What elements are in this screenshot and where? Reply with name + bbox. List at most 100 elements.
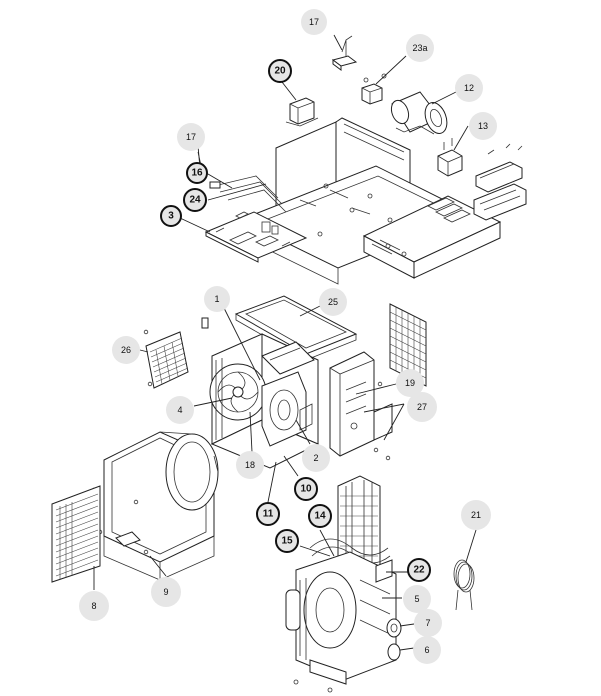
callout-20-label: 20 [274, 66, 286, 77]
front-panel-assembly [51, 431, 219, 583]
callout-3: 3 [160, 205, 182, 227]
callout-11-circle [256, 502, 280, 526]
callout-5-label: 5 [414, 594, 419, 604]
part-5-compressor [285, 551, 402, 693]
callouts: 17 23a 20 12 13 17 16 24 [79, 9, 497, 664]
callout-25: 25 [319, 288, 347, 316]
callout-16-label: 16 [191, 168, 203, 179]
callout-26-circle [112, 336, 140, 364]
callout-13-circle [469, 112, 497, 140]
leader-2 [295, 419, 311, 445]
callout-1: 1 [204, 286, 230, 312]
callout-4-label: 4 [177, 405, 182, 415]
callout-23a-circle [406, 34, 434, 62]
callout-2-circle [302, 444, 330, 472]
callout-16: 16 [186, 162, 208, 184]
callout-17-left: 17 [177, 123, 205, 151]
callout-8: 8 [79, 591, 109, 621]
callout-11: 11 [256, 502, 280, 526]
callout-22-circle [407, 558, 431, 582]
callout-7-label: 7 [425, 618, 430, 628]
terminal-board-assembly [362, 143, 527, 279]
leader-18 [249, 411, 253, 453]
callout-10-label: 10 [300, 484, 312, 495]
callout-1-label: 1 [214, 294, 219, 304]
leader-24 [207, 183, 267, 201]
callout-15-circle [275, 529, 299, 553]
callout-16-circle [186, 162, 208, 184]
leader-13 [453, 125, 469, 151]
callout-20-circle [268, 59, 292, 83]
callout-3-circle [160, 205, 182, 227]
callout-6: 6 [413, 636, 441, 664]
part-23a-relay [361, 73, 387, 105]
part-12-capacitor [390, 91, 448, 135]
leader-14 [319, 529, 335, 557]
callout-8-label: 8 [91, 601, 96, 611]
part-19-mesh-screen [389, 303, 427, 387]
callout-4: 4 [166, 396, 194, 424]
callout-17-label: 17 [309, 17, 319, 27]
callout-18: 18 [236, 451, 264, 479]
leader-25 [299, 305, 321, 317]
leader-17a [333, 34, 343, 51]
callout-24-circle [183, 188, 207, 212]
callout-26: 26 [112, 336, 140, 364]
callout-13-label: 13 [478, 121, 488, 131]
callout-27-circle [407, 392, 437, 422]
callout-19-circle [396, 369, 424, 397]
leader-19 [355, 383, 397, 395]
callout-8-circle [79, 591, 109, 621]
callout-21-label: 21 [471, 510, 481, 520]
leader-20 [281, 81, 297, 101]
callout-19: 19 [396, 369, 424, 397]
callout-19-label: 19 [405, 378, 415, 388]
part-20-transformer [285, 97, 319, 127]
leader-9 [149, 555, 167, 577]
part-1-fan-motor-housing [201, 317, 320, 469]
leader-23a [375, 55, 407, 85]
fan-assembly [143, 295, 427, 469]
callout-4-circle [166, 396, 194, 424]
callout-23a-label: 23a [412, 43, 427, 53]
callout-21-circle [461, 500, 491, 530]
callout-14: 14 [308, 504, 332, 528]
compressor-assembly [285, 475, 475, 693]
part-8-front-grille [51, 485, 101, 583]
callout-27: 27 [407, 392, 437, 422]
callout-5: 5 [403, 585, 431, 613]
callout-17-left-circle [177, 123, 205, 151]
callout-25-circle [319, 288, 347, 316]
leader-21 [465, 529, 477, 563]
callout-9-circle [151, 577, 181, 607]
callout-2: 2 [302, 444, 330, 472]
callout-9: 9 [151, 577, 181, 607]
leader-12 [431, 91, 457, 105]
callout-24-label: 24 [189, 195, 201, 206]
callout-17: 17 [301, 9, 327, 35]
callout-14-circle [308, 504, 332, 528]
callout-10-circle [294, 477, 318, 501]
leader-6 [399, 647, 415, 651]
callout-12: 12 [455, 74, 483, 102]
callout-5-circle [403, 585, 431, 613]
leader-3 [179, 217, 211, 233]
callout-6-circle [413, 636, 441, 664]
leader-11 [267, 461, 277, 503]
callout-12-label: 12 [464, 83, 474, 93]
callout-18-circle [236, 451, 264, 479]
callout-10: 10 [294, 477, 318, 501]
leader-26 [139, 349, 149, 353]
callout-17-circle [301, 9, 327, 35]
callout-17-left-label: 17 [186, 132, 196, 142]
callout-9-label: 9 [163, 587, 168, 597]
part-17-sensor-top [331, 35, 358, 71]
callout-7: 7 [414, 609, 442, 637]
leader-16 [207, 173, 233, 189]
part-21-capillary-coil [453, 559, 475, 611]
leader-1 [221, 303, 261, 381]
callout-13: 13 [469, 112, 497, 140]
callout-6-label: 6 [424, 645, 429, 655]
callout-23a: 23a [406, 34, 434, 62]
